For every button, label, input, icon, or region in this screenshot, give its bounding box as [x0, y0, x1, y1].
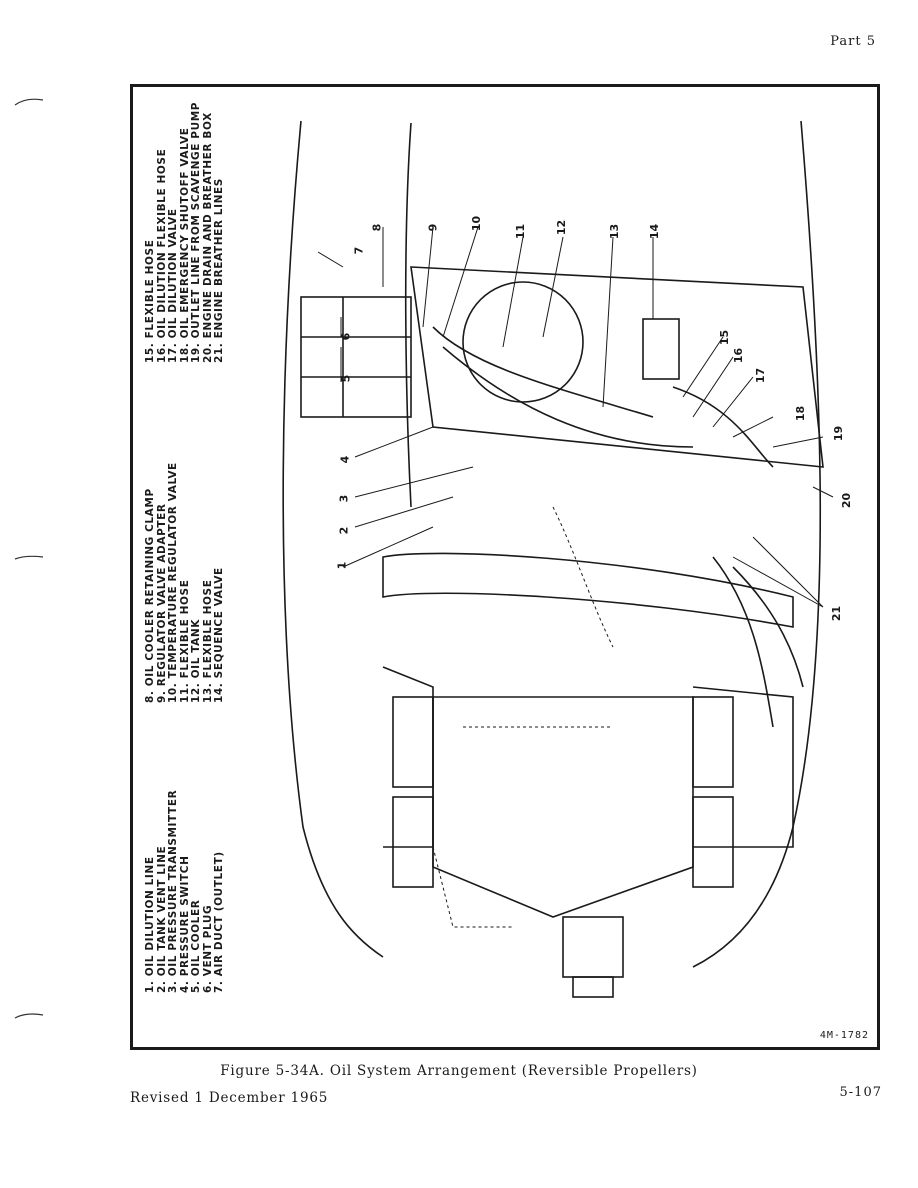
legend-item: 1. OIL DILUTION LINE	[144, 856, 156, 993]
callout-10: 10	[470, 215, 484, 232]
callout-21: 21	[830, 605, 844, 622]
margin-mark	[14, 548, 44, 560]
callout-2: 2	[337, 526, 351, 535]
legend-item: 14. SEQUENCE VALVE	[213, 567, 225, 703]
callout-6: 6	[339, 332, 353, 341]
page-number: 5-107	[839, 1085, 882, 1100]
callout-16: 16	[732, 347, 746, 364]
callout-15: 15	[718, 329, 732, 346]
legend-item: 12. OIL TANK	[190, 618, 202, 703]
callout-17: 17	[754, 367, 768, 384]
callout-1: 1	[335, 561, 349, 570]
page-part-label: Part 5	[830, 34, 876, 49]
legend-column-2: 8. OIL COOLER RETAINING CLAMP 9. REGULAT…	[144, 462, 226, 703]
legend-column-3: 15. FLEXIBLE HOSE 16. OIL DILUTION FLEXI…	[144, 101, 226, 363]
callout-4: 4	[338, 455, 352, 464]
callout-3: 3	[337, 494, 351, 503]
callout-9: 9	[426, 223, 440, 232]
revision-date: Revised 1 December 1965	[130, 1090, 329, 1106]
legend-item: 19. OUTLET LINE FROM SCAVENGE PUMP	[190, 101, 202, 363]
legend-item: 8. OIL COOLER RETAINING CLAMP	[144, 488, 156, 703]
figure-frame: 1. OIL DILUTION LINE 2. OIL TANK VENT LI…	[130, 84, 880, 1050]
legend-item: 21. ENGINE BREATHER LINES	[213, 178, 225, 363]
legend-item: 15. FLEXIBLE HOSE	[144, 239, 156, 363]
legend-item: 5. OIL COOLER	[190, 899, 202, 993]
oil-system-diagram	[282, 120, 834, 998]
callout-8: 8	[370, 223, 384, 232]
margin-mark	[14, 92, 44, 106]
legend-item: 10. TEMPERATURE REGULATOR VALVE	[167, 462, 179, 703]
legend-column-1: 1. OIL DILUTION LINE 2. OIL TANK VENT LI…	[144, 789, 226, 993]
figure-caption: Figure 5-34A. Oil System Arrangement (Re…	[220, 1063, 698, 1079]
drawing-number: 4M-1782	[819, 1030, 869, 1041]
legend-item: 7. AIR DUCT (OUTLET)	[213, 851, 225, 993]
callout-14: 14	[648, 223, 662, 240]
callout-11: 11	[514, 223, 528, 240]
legend-item: 17. OIL DILUTION VALVE	[167, 208, 179, 363]
callout-5: 5	[339, 374, 353, 383]
callout-7: 7	[352, 246, 366, 255]
margin-mark	[14, 1006, 44, 1019]
callout-12: 12	[555, 219, 569, 236]
legend-item: 3. OIL PRESSURE TRANSMITTER	[167, 789, 179, 993]
callout-18: 18	[794, 405, 808, 422]
callout-13: 13	[608, 223, 622, 240]
callout-19: 19	[832, 425, 846, 442]
callout-20: 20	[840, 492, 854, 509]
